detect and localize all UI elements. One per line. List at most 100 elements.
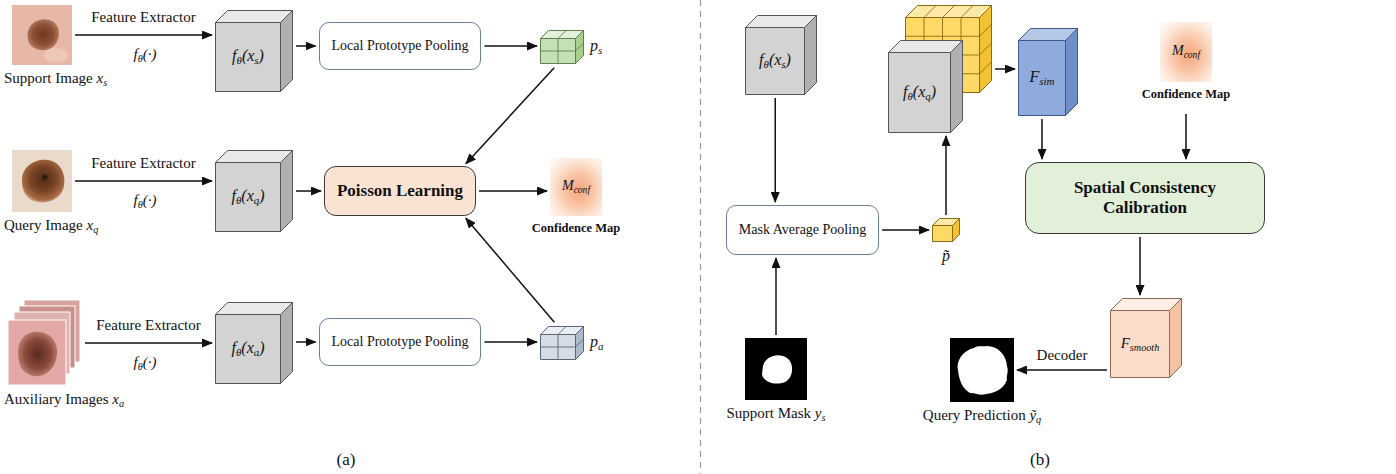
styled-run: f (134, 46, 138, 62)
edge-label: Decoder (1035, 347, 1090, 364)
styled-run: a (254, 346, 259, 358)
styled-run: θ (237, 54, 242, 66)
confidence-map: MconfConfidence Map (1160, 22, 1212, 82)
styled-run: θ (138, 199, 143, 210)
styled-run: f (134, 192, 138, 208)
styled-run: (·) (143, 354, 157, 370)
styled-run: ỹ (1029, 407, 1036, 423)
math-symbol: fθ(xq) (903, 83, 936, 103)
arrow-connector (774, 98, 776, 202)
panel-label: (b) (1028, 450, 1052, 470)
image-caption: Support Image xs (4, 70, 107, 89)
styled-run: f (232, 339, 236, 356)
styled-run: sim (1039, 75, 1054, 87)
styled-run: conf (574, 185, 590, 195)
math-symbol: fθ(xs) (232, 47, 264, 67)
styled-run: s (598, 44, 602, 56)
arrow-connector (296, 45, 316, 47)
styled-run: smooth (1130, 342, 1159, 353)
prototype-cubes-shape (540, 30, 584, 64)
styled-run: a (119, 398, 124, 409)
styled-run: x (86, 217, 93, 233)
feature-cube: fθ(xq) (215, 150, 293, 232)
arrow-connector (775, 258, 777, 335)
math-symbol: Mconf (1172, 43, 1200, 61)
smooth-cube: Fsmooth (1110, 298, 1182, 378)
module-label: Mask Average Pooling (739, 222, 866, 238)
arrow-connector (85, 342, 212, 344)
image-caption: Query Prediction ỹq (923, 407, 1041, 426)
auxiliary-images-shape (8, 300, 82, 386)
panel-label: (a) (335, 450, 358, 470)
image-caption: Auxiliary Images xa (4, 391, 124, 410)
image-caption: Query Image xq (4, 217, 98, 236)
styled-run: θ (907, 90, 912, 102)
styled-run: ) (259, 339, 264, 356)
math-symbol: Mconf (562, 178, 590, 196)
arrow-connector (75, 34, 212, 36)
feature-cube: fθ(xa) (215, 302, 293, 384)
prototype-cube: p̃ (932, 218, 960, 242)
calibration-box: Spatial Consistency Calibration (1025, 162, 1265, 234)
pooling-box: Local Prototype Pooling (319, 318, 482, 366)
auxiliary-images: Auxiliary Images xa (8, 300, 82, 386)
styled-run: (x (241, 339, 253, 356)
arrow-connector (296, 190, 321, 192)
styled-run: s (103, 77, 107, 88)
styled-run: f (232, 47, 236, 64)
styled-run: x (112, 391, 119, 407)
styled-run: p̃ (942, 247, 950, 264)
math-symbol: ps (590, 37, 602, 57)
edge-label: Feature Extractor (94, 317, 203, 334)
query-prediction: Query Prediction ỹq (950, 338, 1014, 402)
arrow-connector (466, 68, 554, 164)
styled-run: (·) (143, 46, 157, 62)
feature-cube: fθ(xs) (215, 10, 293, 92)
query-image-shape (12, 150, 72, 212)
styled-run: q (1036, 414, 1041, 425)
styled-run: f (232, 187, 236, 204)
styled-run: q (925, 90, 930, 102)
function-label: fθ(·) (132, 354, 159, 373)
styled-run: conf (1184, 50, 1200, 60)
math-symbol: pa (590, 333, 603, 353)
divider-line (700, 0, 701, 474)
prototype-cube-shape (932, 218, 960, 242)
feature-cube: fθ(xs) (745, 15, 817, 95)
query-image: Query Image xq (12, 150, 72, 212)
styled-run: q (254, 194, 259, 206)
styled-run: ) (259, 47, 264, 64)
styled-run: s (822, 412, 826, 423)
arrow-connector (882, 229, 929, 231)
styled-run: f (759, 51, 763, 68)
query-feature-stack: fθ(xq) (888, 5, 992, 133)
styled-run: F (1030, 68, 1040, 85)
function-label: fθ(·) (132, 192, 159, 211)
confidence-map: MconfConfidence Map (550, 158, 602, 216)
math-symbol: Fsim (1030, 68, 1055, 88)
styled-run: s (781, 58, 785, 70)
styled-run: x (96, 70, 103, 86)
math-symbol: fθ(xs) (759, 51, 791, 71)
arrow-connector (484, 45, 537, 47)
styled-run: f (903, 83, 907, 100)
styled-run: ) (931, 83, 936, 100)
styled-run: θ (138, 361, 143, 372)
styled-run: f (134, 354, 138, 370)
styled-run: (·) (143, 192, 157, 208)
math-symbol: p̃ (942, 247, 950, 265)
support-image-shape (12, 5, 72, 65)
styled-run: θ (138, 53, 143, 64)
arrow-connector (945, 136, 947, 215)
arrow-connector (995, 68, 1015, 70)
arrow-connector (479, 190, 547, 192)
arrow-connector (1017, 369, 1107, 371)
module-label: Spatial Consistency Calibration (1053, 178, 1238, 217)
styled-run: ) (259, 187, 264, 204)
pooling-box: Mask Average Pooling (726, 205, 879, 255)
support-image: Support Image xs (12, 5, 72, 65)
math-symbol: fθ(xa) (232, 339, 265, 359)
arrow-connector (1041, 119, 1043, 159)
styled-run: M (1172, 43, 1184, 58)
